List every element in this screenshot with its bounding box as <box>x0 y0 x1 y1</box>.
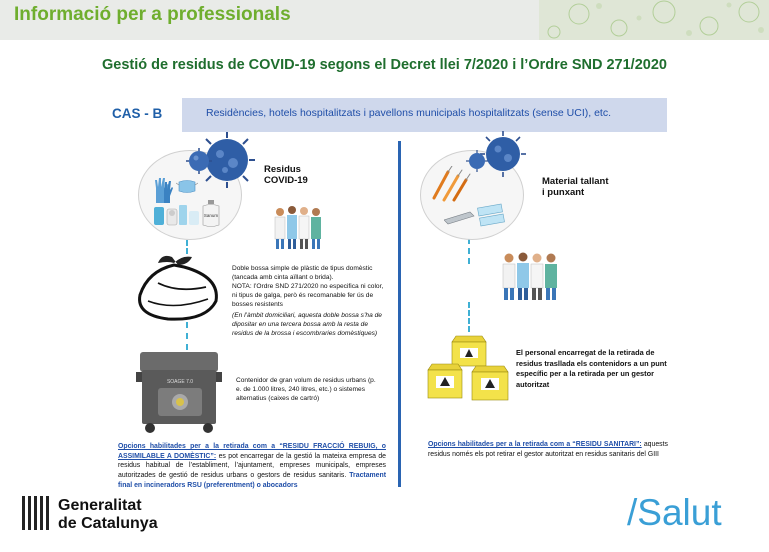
generalitat-line2: de Catalunya <box>58 515 158 532</box>
case-description-box: Residències, hotels hospitalitzats i pav… <box>182 98 667 132</box>
medical-staff-icon <box>274 206 321 249</box>
container-description: Contenidor de gran volum de residus urba… <box>236 377 376 402</box>
header-banner: Informació per a professionals <box>0 0 769 40</box>
virus-icon <box>480 131 526 177</box>
mask-icon <box>176 180 198 193</box>
gloves-icon <box>155 178 173 203</box>
bottle-icon: Sanum <box>202 200 220 227</box>
virus-icon <box>186 148 212 174</box>
left-options-title: Opcions habilitades per a la retirada co… <box>118 443 386 460</box>
flow-connector <box>468 238 470 264</box>
case-description: Residències, hotels hospitalitzats i pav… <box>206 107 612 119</box>
bag-text-1: Doble bossa simple de plàstic de tipus d… <box>232 265 373 281</box>
syringe-icon <box>432 166 471 202</box>
virus-pattern-decoration-icon <box>539 0 769 40</box>
bag-text-2: NOTA: l’Ordre SND 271/2020 no especifica… <box>232 282 384 308</box>
slides-icon <box>444 203 505 227</box>
flow-connector <box>186 232 188 254</box>
sharps-material-label: Material tallant i punxant <box>542 176 609 199</box>
virus-icon <box>466 150 488 172</box>
right-options-title: Opcions habilitades per a la retirada co… <box>428 441 642 448</box>
sharps-label-line2: i punxant <box>542 187 585 199</box>
covid-waste-label-line2: COVID-19 <box>264 175 308 187</box>
left-options-text: es pot encarregar de la gestió la mateix… <box>118 452 386 479</box>
flow-connector <box>468 302 470 332</box>
sharps-bin-icon <box>427 335 509 401</box>
generalitat-line1: Generalitat <box>58 497 142 514</box>
generalitat-logo-icon <box>20 496 49 530</box>
header-title: Informació per a professionals <box>14 4 291 25</box>
right-options: Opcions habilitades per a la retirada co… <box>428 440 668 459</box>
bottle-label: Sanum <box>204 213 219 218</box>
right-options-text: aquests residus només els pot retirar el… <box>428 441 668 458</box>
virus-icon <box>199 132 255 188</box>
personnel-description: El personal encarregat de la retirada de… <box>516 348 667 390</box>
covid-waste-label-line1: Residus <box>264 164 301 175</box>
container-brand: SOAGE 7.0 <box>167 379 193 385</box>
main-title: Gestió de residus de COVID-19 segons el … <box>102 57 667 73</box>
tissue-icon <box>154 205 199 226</box>
covid-waste-label: Residus COVID-19 <box>264 164 308 187</box>
bag-domestic-note: (En l’àmbit domiciliari, aquesta doble b… <box>232 312 382 339</box>
medical-staff-icon <box>502 252 557 300</box>
bag-text-3: (En l’àmbit domiciliari, aquesta doble b… <box>232 312 382 337</box>
container-icon: SOAGE 7.0 <box>136 352 222 433</box>
left-options: Opcions habilitades per a la retirada co… <box>118 442 386 490</box>
salut-logo: /Salut <box>627 492 722 533</box>
flow-connector <box>186 322 188 350</box>
bag-description: Doble bossa simple de plàstic de tipus d… <box>232 265 384 309</box>
column-divider <box>398 141 401 487</box>
bag-icon <box>138 255 218 321</box>
sharps-label-line1: Material tallant <box>542 176 609 187</box>
case-label: CAS - B <box>112 106 163 121</box>
left-options-final: Tractament final en incineradors RSU (pr… <box>118 471 386 489</box>
